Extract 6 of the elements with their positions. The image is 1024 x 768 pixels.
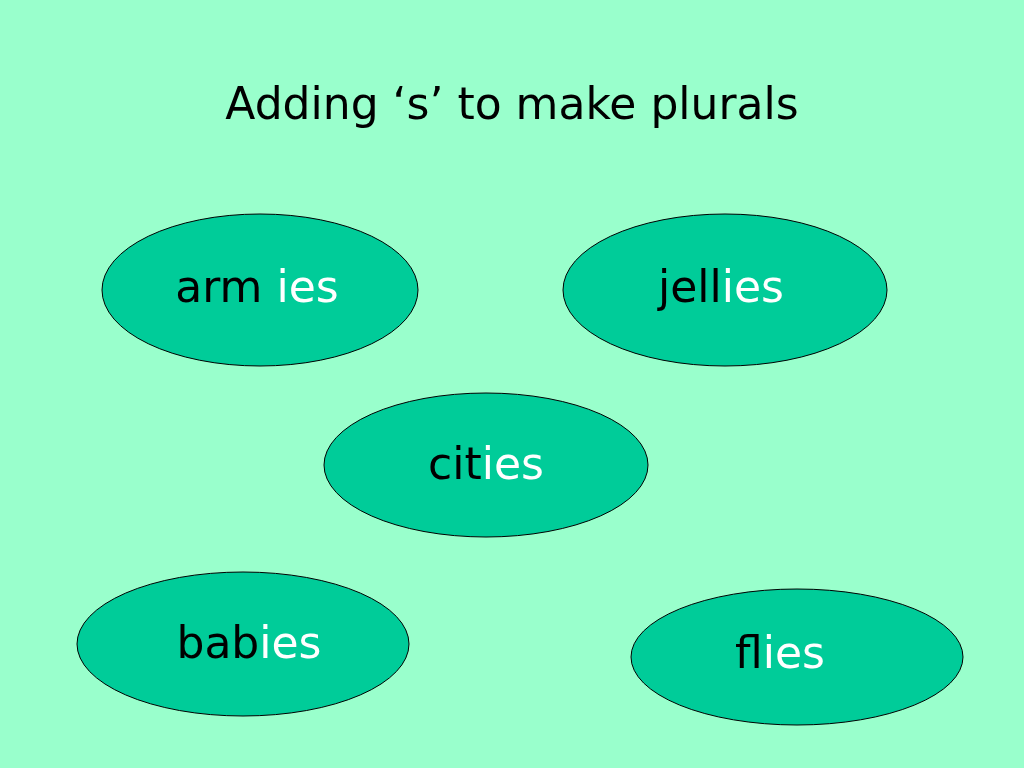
word-label: babies: [176, 616, 322, 668]
word-label: flies: [735, 626, 825, 678]
word-label: cities: [428, 437, 544, 489]
word-label: arm ies: [175, 260, 339, 312]
title: Adding ‘s’ to make plurals: [224, 78, 800, 129]
word-label: jellies: [658, 260, 784, 312]
